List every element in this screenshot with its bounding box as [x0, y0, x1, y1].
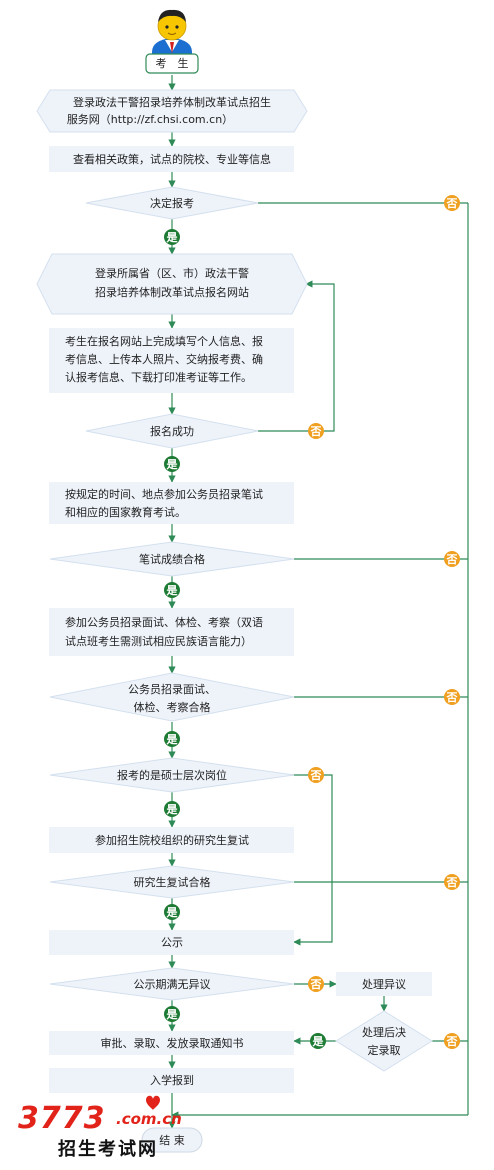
yes-text: 是: [166, 584, 179, 597]
no-badge: [444, 551, 460, 567]
reg-success-label: 报名成功: [150, 424, 194, 438]
no-text: 否: [446, 691, 458, 704]
yes-badge: [164, 582, 180, 598]
yes-badge: [164, 1006, 180, 1022]
decide-diamond: [85, 186, 259, 220]
yes-badge: [164, 904, 180, 920]
login-site-line2: 服务网（http://zf.chsi.com.cn）: [67, 113, 233, 126]
fill-info-box: [49, 328, 294, 393]
no-badges: 否 否 否 否 否 否 否 否: [308, 195, 460, 1049]
handle-objection-box: [336, 972, 432, 996]
yes-text: 是: [166, 906, 179, 919]
yes-text: 是: [166, 803, 179, 816]
login-province-line2: 招录培养体制改革试点报名网站: [95, 285, 249, 299]
no-path-master: [282, 774, 333, 946]
approve-label: 审批、录取、发放录取通知书: [101, 1036, 244, 1050]
decide-after-line2: 定录取: [368, 1043, 401, 1057]
no-text: 否: [446, 1035, 458, 1048]
master-post-diamond: [49, 757, 295, 793]
interview-box: [49, 608, 294, 656]
yes-text: 是: [166, 733, 179, 746]
yes-badges: 是 是 是 是 是 是 是 是: [164, 229, 326, 1049]
interview-pass-line1: 公务员招录面试、: [128, 682, 216, 696]
publicity-box: [49, 930, 294, 955]
interview-line1: 参加公务员招录面试、体检、考察（双语: [65, 615, 263, 629]
interview-line2: 试点班考生需测试相应民族语言能力）: [65, 634, 252, 648]
student-avatar: [152, 9, 192, 56]
interview-pass-diamond: [49, 672, 295, 722]
connectors: [168, 75, 469, 1129]
approve-box: [49, 1031, 294, 1055]
yes-badge: [164, 456, 180, 472]
no-text: 否: [446, 197, 458, 210]
decide-after-line1: 处理后决: [362, 1026, 406, 1039]
yes-badge: [164, 229, 180, 245]
fill-info-line3: 认报考信息、下载打印准考证等工作。: [65, 370, 252, 384]
written-pass-diamond: [49, 541, 295, 577]
login-national-site: [36, 89, 308, 133]
yes-text: 是: [166, 1008, 179, 1021]
no-badge: [444, 195, 460, 211]
retest-pass-label: 研究生复试合格: [134, 875, 211, 889]
heart-icon: [146, 1095, 160, 1110]
start-node: [145, 53, 199, 74]
yes-badge: [164, 801, 180, 817]
reg-success-diamond: [85, 413, 259, 449]
enroll-label: 入学报到: [150, 1073, 194, 1087]
watermark-number: 3773: [18, 1101, 106, 1136]
written-exam-line2: 和相应的国家教育考试。: [65, 505, 186, 519]
login-site-line1: 登录政法干警招录培养体制改革试点招生: [73, 95, 271, 109]
enroll-box: [49, 1068, 294, 1093]
watermark-site-name: 招生考试网: [58, 1139, 158, 1160]
handle-objection-label: 处理异议: [362, 978, 406, 991]
decide-label: 决定报考: [150, 196, 194, 210]
no-badge: [444, 874, 460, 890]
no-objection-diamond: [49, 967, 295, 1001]
publicity-label: 公示: [161, 936, 183, 949]
fill-info-line1: 考生在报名网站上完成填写个人信息、报: [65, 334, 263, 348]
yes-badge: [310, 1033, 326, 1049]
no-objection-label: 公示期满无异议: [134, 978, 211, 991]
view-policy-label: 查看相关政策，试点的院校、专业等信息: [73, 152, 271, 166]
written-exam-line1: 按规定的时间、地点参加公务员招录笔试: [65, 487, 263, 501]
no-badge: [444, 689, 460, 705]
written-exam-box: [49, 482, 294, 524]
start-label: 考 生: [156, 56, 189, 70]
no-badge: [308, 976, 324, 992]
yes-text: 是: [166, 231, 179, 244]
watermark-domain: .com.cn: [116, 1110, 182, 1128]
no-badge: [444, 1033, 460, 1049]
login-province-site: [36, 253, 308, 315]
master-post-label: 报考的是硕士层次岗位: [117, 768, 227, 782]
end-node: [141, 1127, 203, 1153]
written-pass-label: 笔试成绩合格: [139, 552, 205, 566]
interview-pass-line2: 体检、考察合格: [134, 700, 211, 714]
grad-retest-box: [49, 827, 294, 853]
grad-retest-label: 参加招生院校组织的研究生复试: [95, 833, 249, 847]
login-province-line1: 登录所属省（区、市）政法干警: [95, 266, 249, 280]
no-text: 否: [446, 553, 458, 566]
yes-text: 是: [312, 1035, 325, 1048]
no-text: 否: [310, 769, 322, 782]
fill-info-line2: 考信息、上传本人照片、交纳报考费、确: [65, 352, 263, 366]
yes-text: 是: [166, 458, 179, 471]
yes-badge: [164, 731, 180, 747]
end-label: 结 束: [159, 1134, 185, 1147]
no-text: 否: [310, 978, 322, 991]
no-text: 否: [310, 425, 322, 438]
no-badge: [308, 767, 324, 783]
decide-after-diamond: [335, 1010, 433, 1072]
retest-pass-diamond: [49, 865, 295, 899]
view-policy-box: [49, 146, 294, 172]
no-badge: [308, 423, 324, 439]
no-text: 否: [446, 876, 458, 889]
no-path-reg-success: [258, 280, 335, 432]
